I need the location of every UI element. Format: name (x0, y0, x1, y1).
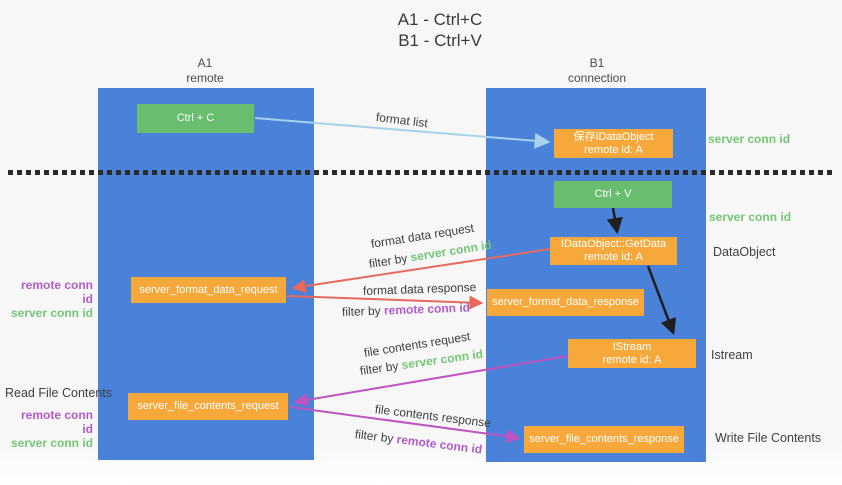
right-column-header: B1 connection (542, 56, 652, 86)
remote-conn-id-annotation: remote conn id (20, 278, 93, 306)
node-format-request-label: server_format_data_request (139, 283, 278, 296)
node-server-file-contents-request: server_file_contents_request (128, 393, 288, 420)
node-save-idataobject-remote-id: remote id: A (584, 143, 643, 156)
node-save-idataobject: 保存IDataObject remote id: A (554, 129, 673, 158)
node-save-idataobject-label: 保存IDataObject (573, 130, 654, 143)
node-file-request-label: server_file_contents_request (137, 400, 279, 412)
server-conn-id-annotation-mid: server conn id (709, 210, 792, 224)
filter-by-text: filter by (354, 427, 395, 446)
left-column-role: remote (186, 71, 224, 85)
node-istream-remote-id: remote id: A (602, 353, 662, 366)
session-divider-dotted-line (8, 170, 836, 175)
title-line-1: A1 - Ctrl+C (397, 10, 483, 29)
server-conn-id-annotation-top: server conn id (708, 132, 791, 146)
node-istream-label: IStream (612, 340, 652, 353)
right-column-role: connection (567, 71, 627, 85)
remote-conn-id-annotation: remote conn id (20, 408, 93, 436)
file-contents-response-label: file contents response (374, 402, 492, 431)
node-getdata-remote-id: remote id: A (584, 251, 643, 263)
filter-by-remote-conn-id-label-2: filter by remote conn id (354, 427, 483, 457)
left-conn-id-annotations-top: remote conn id server conn id (10, 278, 93, 320)
dataobject-annotation: DataObject (713, 245, 776, 259)
node-server-format-data-response: server_format_data_response (487, 289, 644, 316)
filter-by-text: filter by (367, 251, 409, 271)
node-ctrl-v-label: Ctrl + V (594, 188, 632, 200)
istream-annotation: Istream (711, 348, 753, 362)
format-list-label: format list (375, 110, 429, 131)
remote-conn-id-text: remote conn id (395, 432, 483, 457)
title-line-2: B1 - Ctrl+V (398, 31, 482, 50)
remote-conn-id-text: remote conn id (383, 300, 471, 318)
left-column-name: A1 (197, 56, 213, 70)
server-conn-id-annotation: server conn id (10, 436, 93, 450)
server-conn-id-annotation: server conn id (10, 306, 93, 320)
filter-by-text: filter by (359, 358, 400, 378)
node-ctrl-c: Ctrl + C (137, 104, 254, 133)
node-file-response-label: server_file_contents_response (529, 433, 679, 445)
node-istream: IStream remote id: A (568, 339, 696, 368)
write-file-contents-annotation: Write File Contents (715, 431, 822, 445)
format-data-response-label: format data response (362, 280, 477, 298)
left-column-header: A1 remote (150, 56, 260, 86)
right-column-name: B1 (589, 56, 605, 70)
node-getdata-label: IDataObject::GetData (560, 238, 667, 250)
node-format-response-label: server_format_data_response (492, 296, 639, 308)
filter-by-remote-conn-id-label-1: filter by remote conn id (342, 301, 470, 319)
node-server-file-contents-response: server_file_contents_response (524, 426, 684, 453)
node-idataobject-getdata: IDataObject::GetData remote id: A (550, 237, 677, 265)
read-file-contents-annotation: Read File Contents (5, 386, 113, 400)
filter-by-text: filter by (341, 303, 381, 319)
node-server-format-data-request: server_format_data_request (131, 277, 286, 303)
left-conn-id-annotations-bottom: remote conn id server conn id (10, 408, 93, 450)
node-ctrl-c-label: Ctrl + C (176, 112, 215, 124)
diagram-title: A1 - Ctrl+C B1 - Ctrl+V (340, 9, 540, 51)
node-ctrl-v: Ctrl + V (554, 181, 672, 208)
